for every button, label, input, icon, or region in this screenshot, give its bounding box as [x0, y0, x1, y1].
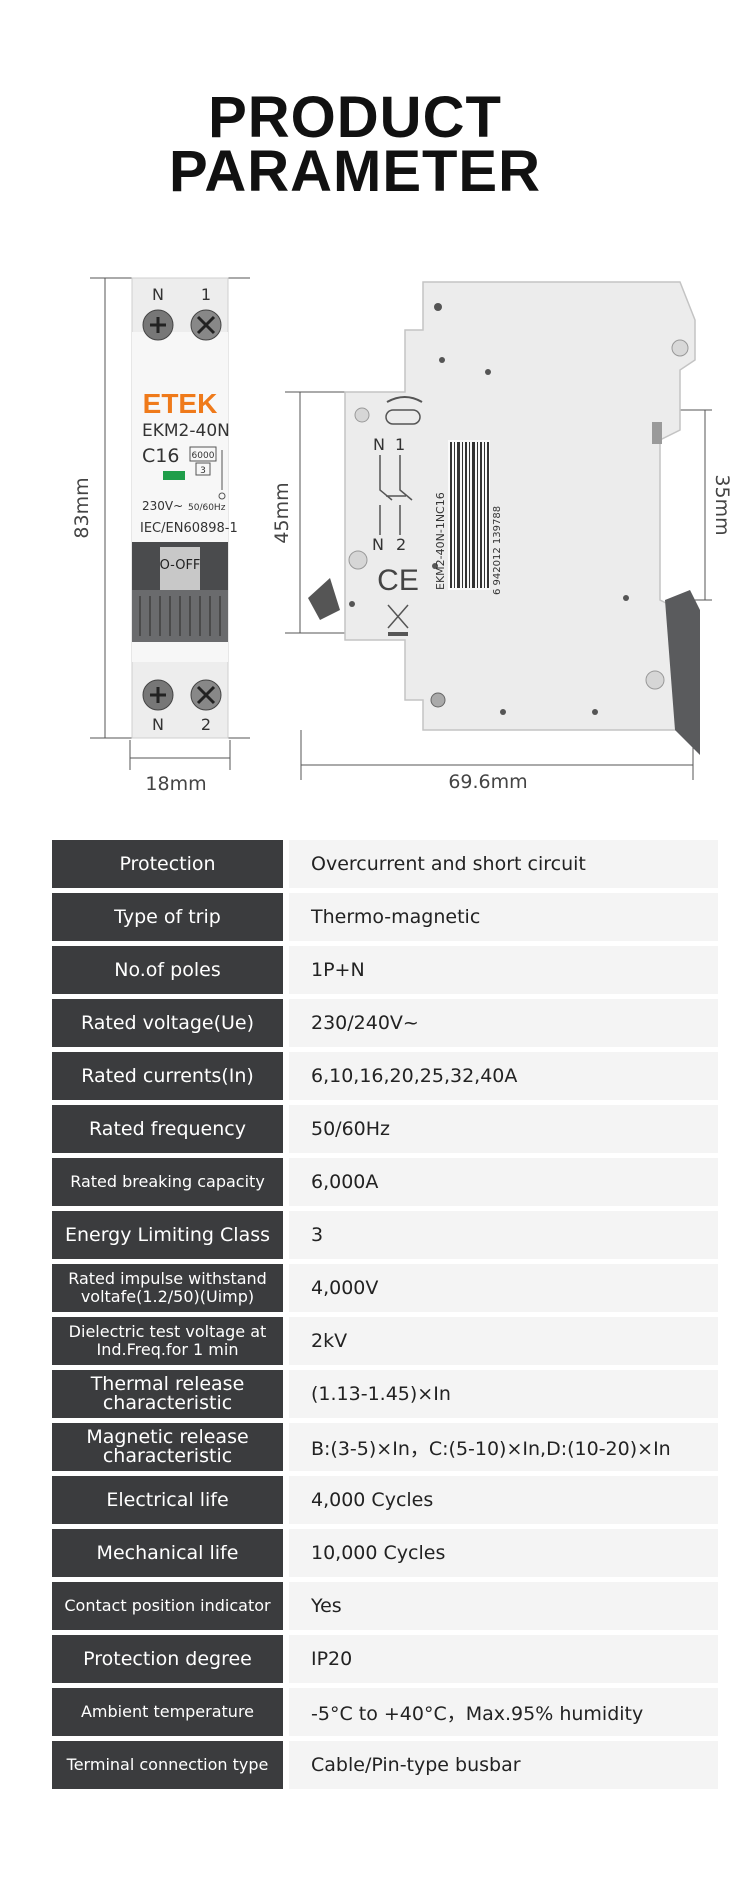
page-title-line1: PRODUCT	[208, 85, 502, 150]
parameter-value: 50/60Hz	[289, 1105, 718, 1153]
ce-mark: CE	[377, 564, 419, 597]
product-drawing: 83mm 18mm N 1 ETEK EKM2-40N C16 6000 3 2…	[71, 277, 733, 795]
parameter-value: 6,000A	[289, 1158, 718, 1206]
parameter-value: 3	[289, 1211, 718, 1259]
front-label-top-left: N	[152, 285, 164, 304]
front-label-bottom-right: 2	[201, 715, 211, 734]
table-row: Thermal release characteristic(1.13-1.45…	[52, 1370, 718, 1418]
parameter-value: 4,000V	[289, 1264, 718, 1312]
parameter-value: 2kV	[289, 1317, 718, 1365]
brand-logo: ETEK	[143, 388, 218, 419]
parameter-value: Overcurrent and short circuit	[289, 840, 718, 888]
front-view: 83mm 18mm N 1 ETEK EKM2-40N C16 6000 3 2…	[71, 277, 250, 795]
parameter-label: Rated breaking capacity	[52, 1158, 283, 1206]
parameter-label: Rated impulse withstand voltafe(1.2/50)(…	[52, 1264, 283, 1312]
side-view: 45mm 35mm 69.6mm N 1	[271, 281, 733, 793]
table-row: Rated voltage(Ue)230/240V~	[52, 999, 718, 1047]
front-breaking: 6000	[192, 451, 215, 461]
table-row: Dielectric test voltage at Ind.Freq.for …	[52, 1317, 718, 1365]
dim-height: 83mm	[71, 477, 93, 538]
parameter-label: No.of poles	[52, 946, 283, 994]
parameter-value: (1.13-1.45)×In	[289, 1370, 718, 1418]
parameter-label: Protection	[52, 840, 283, 888]
barcode-model: EKM2-40N-1NC16	[434, 492, 447, 590]
parameter-value: 10,000 Cycles	[289, 1529, 718, 1577]
parameter-label: Magnetic release characteristic	[52, 1423, 283, 1471]
front-label-bottom-left: N	[152, 715, 164, 734]
barcode-number: 6 942012 139788	[492, 506, 503, 595]
front-voltage: 230V~	[142, 499, 183, 513]
page-title-line2: PARAMETER	[168, 139, 542, 204]
side-label-1: 1	[395, 435, 405, 454]
table-row: Ambient temperature-5°C to +40°C，Max.95%…	[52, 1688, 718, 1736]
parameter-value: IP20	[289, 1635, 718, 1683]
side-label-n1: N	[373, 435, 385, 454]
parameter-label: Electrical life	[52, 1476, 283, 1524]
parameter-label: Dielectric test voltage at Ind.Freq.for …	[52, 1317, 283, 1365]
dim-width: 18mm	[145, 773, 206, 795]
side-label-2: 2	[396, 535, 406, 554]
front-model: EKM2-40N	[142, 421, 230, 441]
table-row: Rated impulse withstand voltafe(1.2/50)(…	[52, 1264, 718, 1312]
parameter-label: Ambient temperature	[52, 1688, 283, 1736]
front-rating: C16	[142, 445, 179, 467]
parameter-label: Rated frequency	[52, 1105, 283, 1153]
switch-state-label: O-OFF	[160, 558, 201, 573]
barcode: EKM2-40N-1NC16 6 942012 139788	[434, 440, 503, 595]
parameter-value: 4,000 Cycles	[289, 1476, 718, 1524]
parameter-value: Yes	[289, 1582, 718, 1630]
parameter-label: Mechanical life	[52, 1529, 283, 1577]
parameter-label: Terminal connection type	[52, 1741, 283, 1789]
table-row: Rated currents(In)6,10,16,20,25,32,40A	[52, 1052, 718, 1100]
dim-right-side: 35mm	[711, 474, 733, 535]
parameter-label: Energy Limiting Class	[52, 1211, 283, 1259]
front-standard: IEC/EN60898-1	[140, 521, 238, 536]
parameter-label: Protection degree	[52, 1635, 283, 1683]
parameter-value: 6,10,16,20,25,32,40A	[289, 1052, 718, 1100]
parameter-label: Rated currents(In)	[52, 1052, 283, 1100]
side-label-n2: N	[372, 535, 384, 554]
parameter-value: Thermo-magnetic	[289, 893, 718, 941]
front-freq: 50/60Hz	[188, 503, 226, 513]
parameter-label: Type of trip	[52, 893, 283, 941]
parameter-value: -5°C to +40°C，Max.95% humidity	[289, 1688, 718, 1736]
parameter-value: Cable/Pin-type busbar	[289, 1741, 718, 1789]
front-class: 3	[200, 466, 206, 476]
parameter-value: 230/240V~	[289, 999, 718, 1047]
dim-left-side: 45mm	[271, 482, 293, 543]
parameter-value: B:(3-5)×In，C:(5-10)×In,D:(10-20)×In	[289, 1423, 718, 1471]
parameter-label: Rated voltage(Ue)	[52, 999, 283, 1047]
parameter-label: Contact position indicator	[52, 1582, 283, 1630]
front-label-top-right: 1	[201, 285, 211, 304]
parameter-label: Thermal release characteristic	[52, 1370, 283, 1418]
dim-depth: 69.6mm	[448, 771, 527, 793]
parameter-value: 1P+N	[289, 946, 718, 994]
